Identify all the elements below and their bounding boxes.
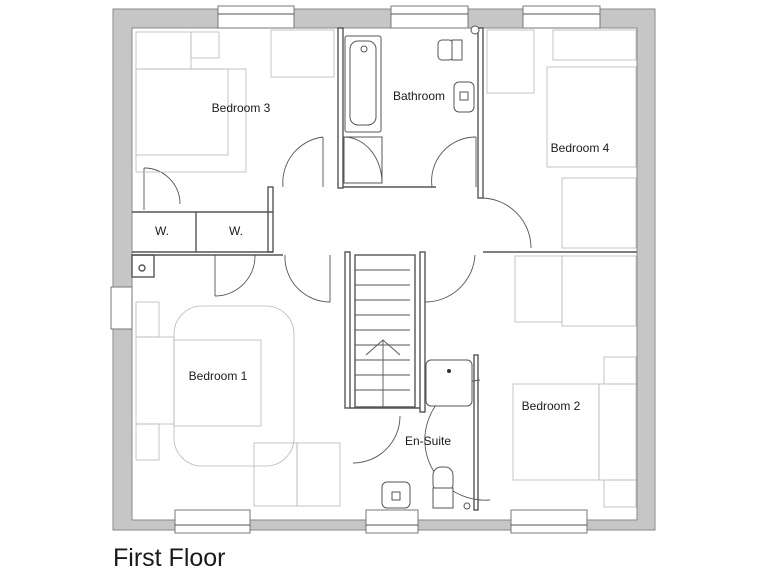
- room-label-wardrobe-1: W.: [155, 224, 169, 238]
- window-bedroom2: [510, 509, 588, 534]
- window-bathroom: [390, 5, 469, 29]
- bathroom-fixtures: [343, 25, 480, 510]
- window-bedroom3: [217, 5, 295, 29]
- furniture: [135, 29, 637, 508]
- floor-title: First Floor: [113, 544, 226, 572]
- room-label-bedroom-3: Bedroom 3: [211, 101, 271, 115]
- window-bedroom4: [522, 5, 601, 29]
- room-label-bedroom-2: Bedroom 2: [521, 399, 581, 413]
- room-label-en-suite: En-Suite: [404, 434, 452, 448]
- room-label-bathroom: Bathroom: [392, 89, 446, 103]
- window-ensuite: [365, 509, 419, 534]
- interior-walls: [131, 27, 637, 511]
- exterior-walls: [112, 8, 656, 531]
- room-label-bedroom-4: Bedroom 4: [550, 141, 610, 155]
- window-landing-left: [110, 286, 133, 330]
- doors: [143, 136, 532, 501]
- staircase: [354, 254, 416, 408]
- room-label-wardrobe-2: W.: [229, 224, 243, 238]
- window-bedroom1: [174, 509, 251, 534]
- room-label-bedroom-1: Bedroom 1: [188, 369, 248, 383]
